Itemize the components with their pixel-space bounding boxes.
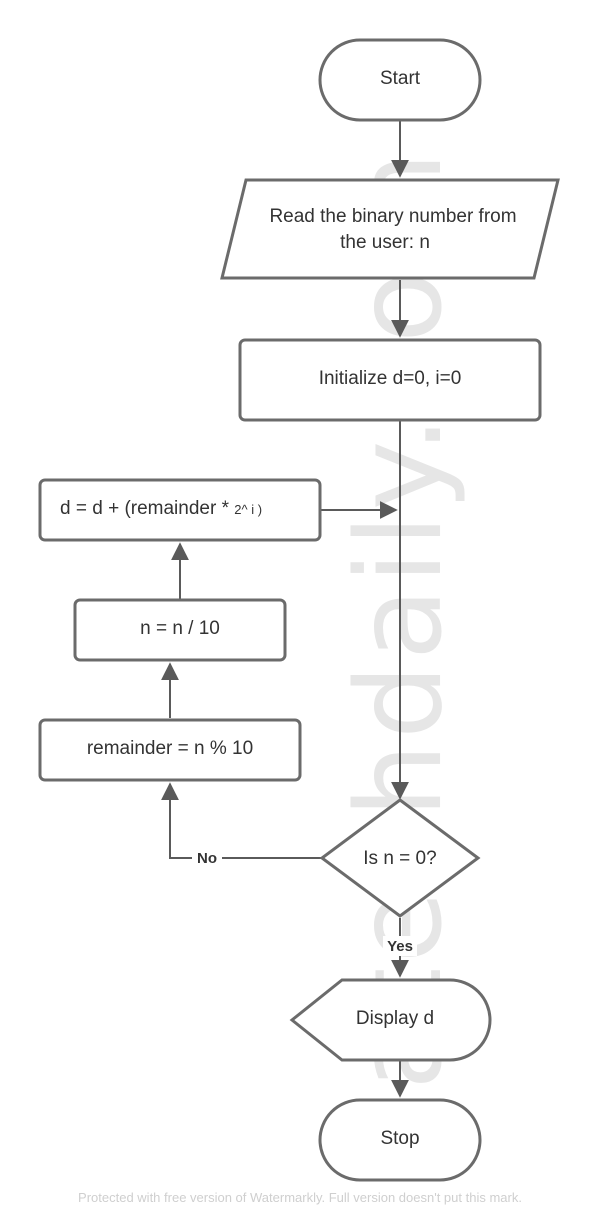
edge-label-yes: Yes [387,938,413,955]
read-input-label-line1: Read the binary number from [269,206,516,227]
read-input-label-line2: the user: n [340,232,430,253]
update-d-label-exponent: 2^ i ) [234,502,262,517]
decision-label: Is n = 0? [363,848,436,869]
update-d-node: d = d + (remainder * 2^ i ) [38,478,322,542]
remainder-label: remainder = n % 10 [87,738,253,759]
start-node: Start [318,38,482,122]
footer-watermark-note: Protected with free version of Watermark… [78,1190,522,1205]
display-label: Display d [356,1008,434,1029]
edge-label-no: No [197,850,217,867]
display-node: Display d [289,978,492,1062]
stop-node: Stop [318,1098,482,1182]
edge-decision-no [161,782,322,859]
start-label: Start [380,68,421,89]
yes-label-bg [383,936,417,956]
update-d-label-main: d = d + (remainder * [60,498,234,519]
remainder-node: remainder = n % 10 [38,718,302,782]
update-d-label: d = d + (remainder * 2^ i ) [60,498,262,519]
initialize-node: Initialize d=0, i=0 [238,338,542,422]
divide-node: n = n / 10 [73,598,287,662]
stop-label: Stop [380,1128,419,1149]
no-label-bg [192,849,222,867]
decision-node: Is n = 0? [319,798,481,918]
read-input-node: Read the binary number from the user: n [220,178,560,280]
initialize-label: Initialize d=0, i=0 [319,368,462,389]
divide-label: n = n / 10 [140,618,220,639]
